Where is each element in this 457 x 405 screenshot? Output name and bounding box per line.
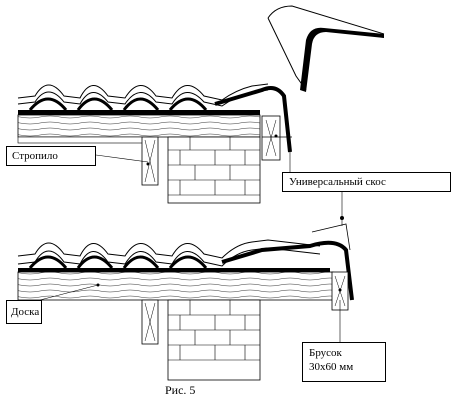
connector (340, 192, 344, 226)
rafter-label: Стропило (6, 146, 96, 166)
universal-slope-label: Универсальный скос (282, 172, 451, 192)
universal-slope-profile-inset (267, 5, 385, 92)
top-roof-section (17, 83, 292, 204)
bar-label: Брусок 30х60 мм (302, 342, 386, 382)
bottom-roof-section (17, 223, 354, 381)
board-label: Доска (6, 300, 42, 324)
figure-caption: Рис. 5 (165, 383, 196, 397)
bar-label-line2: 30х60 мм (309, 361, 354, 373)
bar-label-line1: Брусок (309, 347, 342, 359)
